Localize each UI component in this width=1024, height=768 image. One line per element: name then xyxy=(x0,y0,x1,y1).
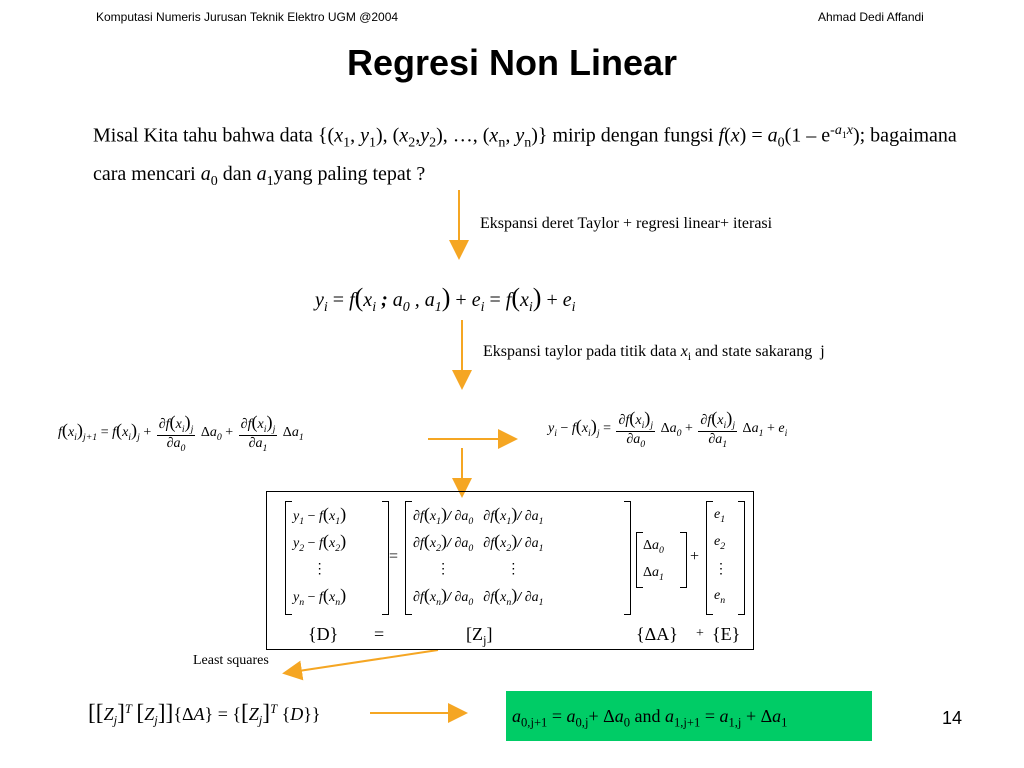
label-plus: + xyxy=(696,626,704,641)
slide-title: Regresi Non Linear xyxy=(346,42,678,83)
vector-e: e1 e2 ⋮ en xyxy=(714,506,728,606)
vector-delta-a: Δa0 Δa1 xyxy=(643,537,664,583)
matrix-equation-box xyxy=(266,491,754,650)
intro-paragraph: Misal Kita tahu bahwa data {(x1, y1), (x… xyxy=(93,123,957,189)
arrow-diag xyxy=(282,649,439,681)
matrix-z: ∂f(x1)/ ∂a0∂f(x1)/ ∂a1 ∂f(x2)/ ∂a0∂f(x2)… xyxy=(413,504,544,608)
equation-normal: [[Zj]T [Zj]]{ΔA} = {[Zj]T {D}} xyxy=(88,700,321,728)
result-update-rule: a0,j+1 = a0,j+ Δa0 and a1,j+1 = a1,j + Δ… xyxy=(512,706,788,730)
label-d: {D} xyxy=(308,624,339,644)
page-number: 14 xyxy=(942,708,963,728)
header-right: Ahmad Dedi Affandi xyxy=(818,10,924,24)
label-equals: = xyxy=(374,624,385,644)
note-taylor-at-point: Ekspansi taylor pada titik data xi and s… xyxy=(483,343,825,364)
note-taylor-regression: Ekspansi deret Taylor + regresi linear+ … xyxy=(480,215,773,232)
vector-d: y1 − f(x1) y2 − f(x2) ⋮ yn − f(xn) xyxy=(293,504,347,608)
result-box xyxy=(506,691,872,741)
equation-residual: yi − f(xi)j = ∂f(xi)j∂a0 Δa0 + ∂f(xi)j∂a… xyxy=(548,408,788,450)
label-e: {E} xyxy=(712,624,741,644)
equation-model: yi = f(xi ; a0 , a1) + ei = f(xi) + ei xyxy=(315,283,576,315)
header-left: Komputasi Numeris Jurusan Teknik Elektro… xyxy=(96,10,399,24)
least-squares-label: Least squares xyxy=(193,653,269,668)
equation-taylor-expansion: f(xi)j+1 = f(xi)j + ∂f(xi)j∂a0 Δa0 + ∂f(… xyxy=(58,412,304,454)
label-delta-a: {ΔA} xyxy=(636,624,678,644)
label-z: [Zj] xyxy=(466,624,493,648)
